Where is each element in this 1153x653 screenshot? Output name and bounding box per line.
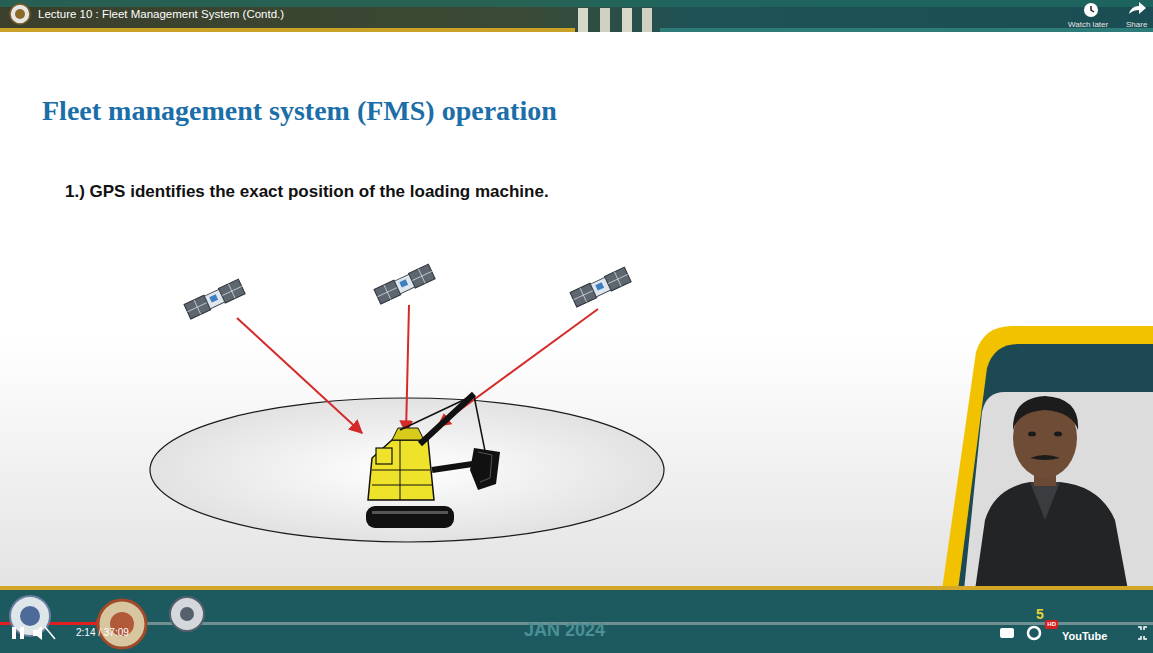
gps-satellite xyxy=(570,267,631,307)
youtube-logo-box: YouTube xyxy=(1062,630,1107,643)
watch-later-label-box: Watch later xyxy=(1068,20,1108,29)
share-label-box: Share xyxy=(1126,20,1147,29)
presenter-inset xyxy=(942,326,1153,590)
hd-badge-box: HD xyxy=(1045,620,1058,629)
slide-title-box: Fleet management system (FMS) operation xyxy=(42,95,557,127)
slide-ground xyxy=(0,30,1153,590)
signal-arrows xyxy=(237,305,598,433)
time-display-box: 2:14 / 37:09 xyxy=(76,627,129,639)
notification-count-box: 5 xyxy=(1036,606,1044,622)
top-bar xyxy=(0,0,1153,32)
time-display: 2:14 / 37:09 xyxy=(76,627,129,639)
watermark-box: JAN 2024 xyxy=(524,620,605,641)
bullet-point-box: 1.) GPS identifies the exact position of… xyxy=(65,182,549,202)
video-title: Lecture 10 : Fleet Management System (Co… xyxy=(38,8,284,21)
youtube-logo: YouTube xyxy=(1062,630,1107,643)
share-label: Share xyxy=(1126,20,1147,29)
gps-satellite xyxy=(374,264,435,304)
slide-title: Fleet management system (FMS) operation xyxy=(42,95,557,127)
watermark: JAN 2024 xyxy=(524,620,605,641)
loading-machine xyxy=(366,394,500,528)
watch-later-label: Watch later xyxy=(1068,20,1108,29)
hd-badge: HD xyxy=(1045,620,1058,629)
video-title-box: Lecture 10 : Fleet Management System (Co… xyxy=(38,8,284,21)
notification-count: 5 xyxy=(1036,606,1044,622)
bottom-bar xyxy=(0,586,1153,653)
gps-satellite xyxy=(184,279,245,319)
bullet-point: 1.) GPS identifies the exact position of… xyxy=(65,182,549,202)
